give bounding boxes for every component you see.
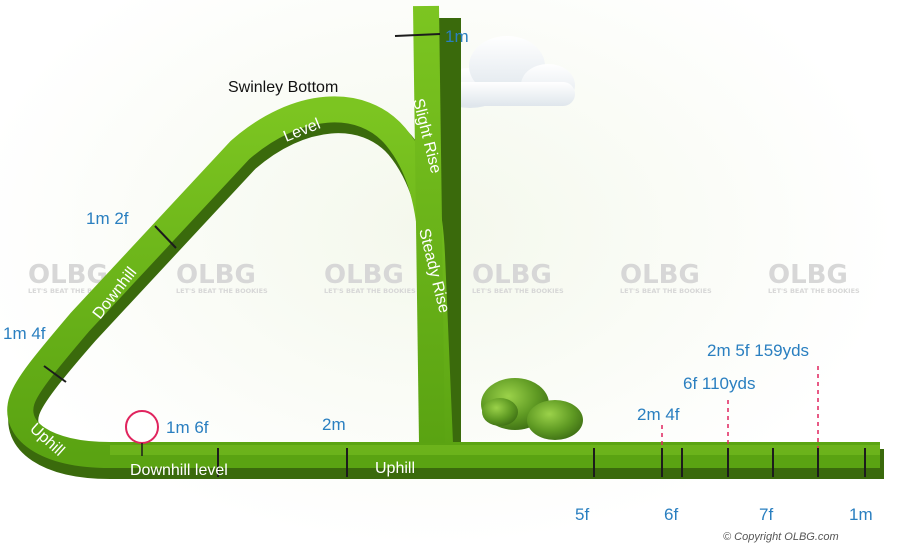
distance-1m-2f: 1m 2f <box>86 209 129 228</box>
watermark: OLBG LET'S BEAT THE BOOKIES <box>176 260 268 295</box>
start-post-marker <box>125 410 159 456</box>
watermark: OLBG LET'S BEAT THE BOOKIES <box>324 260 416 295</box>
watermark: OLBG LET'S BEAT THE BOOKIES <box>768 260 860 295</box>
distance-6f-110yds: 6f 110yds <box>683 374 755 393</box>
watermark-brand: OLBG <box>324 260 404 290</box>
watermark-tagline: LET'S BEAT THE BOOKIES <box>768 287 860 295</box>
watermark-row: OLBG LET'S BEAT THE BOOKIES OLBG LET'S B… <box>28 260 860 295</box>
watermark-tagline: LET'S BEAT THE BOOKIES <box>28 287 120 295</box>
gradient-downhill-level-label: Downhill level <box>130 462 228 479</box>
watermark-brand: OLBG <box>28 260 108 290</box>
gradient-uphill-bottom-label: Uphill <box>375 460 415 477</box>
watermark-brand: OLBG <box>472 260 552 290</box>
watermark-tagline: LET'S BEAT THE BOOKIES <box>620 287 712 295</box>
watermark-tagline: LET'S BEAT THE BOOKIES <box>472 287 564 295</box>
watermark: OLBG LET'S BEAT THE BOOKIES <box>620 260 712 295</box>
track-surface <box>7 5 880 468</box>
watermark-brand: OLBG <box>176 260 256 290</box>
distance-2m: 2m <box>322 415 346 434</box>
watermark-tagline: LET'S BEAT THE BOOKIES <box>324 287 416 295</box>
copyright-text: © Copyright OLBG.com <box>723 531 839 543</box>
cloud-icon <box>436 36 575 108</box>
watermark-brand: OLBG <box>620 260 700 290</box>
watermark: OLBG LET'S BEAT THE BOOKIES <box>472 260 564 295</box>
bush-icon <box>481 378 583 440</box>
distance-7f: 7f <box>759 505 773 524</box>
start-dashes <box>661 366 819 448</box>
watermark-tagline: LET'S BEAT THE BOOKIES <box>176 287 268 295</box>
distance-1m-top: 1m <box>445 27 469 46</box>
distance-1m-6f: 1m 6f <box>166 418 209 437</box>
distance-6f: 6f <box>664 505 678 524</box>
track-markers <box>43 33 866 477</box>
distance-2m-5f-159yds: 2m 5f 159yds <box>707 341 809 360</box>
distance-5f: 5f <box>575 505 589 524</box>
distance-1m-4f: 1m 4f <box>3 324 46 343</box>
watermark-brand: OLBG <box>768 260 848 290</box>
distance-2m-4f: 2m 4f <box>637 405 680 424</box>
swinley-bottom-label: Swinley Bottom <box>228 79 338 96</box>
distance-1m-bottom: 1m <box>849 505 873 524</box>
watermark: OLBG LET'S BEAT THE BOOKIES <box>28 260 120 295</box>
